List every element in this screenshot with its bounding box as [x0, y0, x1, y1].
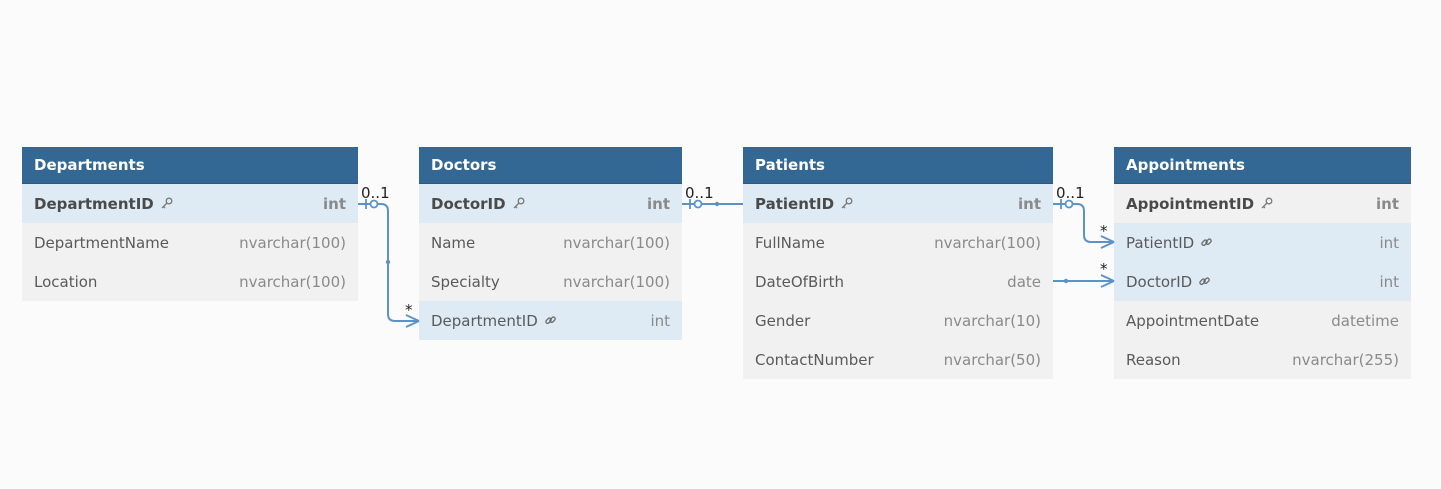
column-type: datetime [1331, 311, 1399, 330]
relationship-patients-appointments-doctor[interactable]: * [1053, 260, 1115, 288]
column-name: FullName [755, 233, 825, 252]
table-row[interactable]: Reason nvarchar(255) [1114, 340, 1411, 379]
table-row[interactable]: Name nvarchar(100) [419, 223, 682, 262]
table-row[interactable]: DepartmentID int [419, 301, 682, 340]
table-row[interactable]: Location nvarchar(100) [22, 262, 358, 301]
key-icon [512, 197, 525, 210]
table-row[interactable]: DepartmentID int [22, 184, 358, 223]
crowfoot-marker [405, 314, 420, 328]
table-row[interactable]: DoctorID int [1114, 262, 1411, 301]
link-icon [544, 314, 557, 327]
cardinality-label: 0..1 [1056, 184, 1085, 202]
table-header[interactable]: Patients [743, 147, 1053, 184]
column-type: nvarchar(100) [934, 233, 1041, 252]
optional-circle-marker [1064, 199, 1074, 209]
cardinality-label: * [1100, 222, 1108, 240]
table-row[interactable]: AppointmentDate datetime [1114, 301, 1411, 340]
crowfoot-marker [1100, 274, 1115, 288]
column-name: AppointmentID [1126, 194, 1255, 213]
cardinality-label: * [405, 301, 413, 319]
table-row[interactable]: Specialty nvarchar(100) [419, 262, 682, 301]
column-type: int [1018, 194, 1041, 213]
optional-circle-marker [369, 199, 379, 209]
table-header[interactable]: Departments [22, 147, 358, 184]
column-name: DateOfBirth [755, 272, 844, 291]
column-name: DepartmentID [34, 194, 154, 213]
table-row[interactable]: Gender nvarchar(10) [743, 301, 1053, 340]
column-name: PatientID [1126, 233, 1195, 252]
column-name: Specialty [431, 272, 500, 291]
table-patients[interactable]: Patients PatientID int FullName nvarchar… [743, 147, 1053, 379]
relationship-doctors-patients[interactable]: 0..1 [682, 184, 743, 209]
cardinality-label: 0..1 [685, 184, 714, 202]
column-name: ContactNumber [755, 350, 874, 369]
column-name: DoctorID [1126, 272, 1193, 291]
link-icon [1198, 275, 1211, 288]
column-name: Location [34, 272, 98, 291]
column-name: Gender [755, 311, 811, 330]
table-row[interactable]: ContactNumber nvarchar(50) [743, 340, 1053, 379]
table-header[interactable]: Appointments [1114, 147, 1411, 184]
table-departments[interactable]: Departments DepartmentID int DepartmentN… [22, 147, 358, 301]
key-icon [160, 197, 173, 210]
table-appointments[interactable]: Appointments AppointmentID int PatientID… [1114, 147, 1411, 379]
cardinality-label: * [1100, 260, 1108, 278]
column-type: nvarchar(100) [239, 233, 346, 252]
column-name: DepartmentID [431, 311, 538, 330]
key-icon [1260, 197, 1273, 210]
table-row[interactable]: FullName nvarchar(100) [743, 223, 1053, 262]
column-name: PatientID [755, 194, 835, 213]
table-row[interactable]: PatientID int [1114, 223, 1411, 262]
column-type: date [1007, 272, 1041, 291]
column-type: int [1379, 272, 1399, 291]
column-type: int [647, 194, 670, 213]
table-row[interactable]: DateOfBirth date [743, 262, 1053, 301]
table-row[interactable]: AppointmentID int [1114, 184, 1411, 223]
relationship-departments-doctors[interactable]: 0..1 * [358, 184, 420, 328]
column-type: nvarchar(100) [563, 233, 670, 252]
table-header[interactable]: Doctors [419, 147, 682, 184]
link-icon [1200, 236, 1213, 249]
column-type: nvarchar(50) [943, 350, 1041, 369]
column-type: int [1376, 194, 1399, 213]
column-name: DepartmentName [34, 233, 170, 252]
table-row[interactable]: DoctorID int [419, 184, 682, 223]
table-row[interactable]: PatientID int [743, 184, 1053, 223]
relationship-patients-appointments[interactable]: 0..1 * [1053, 184, 1115, 249]
key-icon [840, 197, 853, 210]
column-name: DoctorID [431, 194, 506, 213]
table-doctors[interactable]: Doctors DoctorID int Name nvarchar(100) … [419, 147, 682, 340]
column-type: int [650, 311, 670, 330]
column-type: int [1379, 233, 1399, 252]
cardinality-label: 0..1 [361, 184, 390, 202]
optional-circle-marker [693, 199, 703, 209]
column-type: int [323, 194, 346, 213]
table-row[interactable]: DepartmentName nvarchar(100) [22, 223, 358, 262]
column-name: AppointmentDate [1126, 311, 1260, 330]
column-type: nvarchar(100) [563, 272, 670, 291]
column-name: Name [431, 233, 476, 252]
column-type: nvarchar(255) [1292, 350, 1399, 369]
column-type: nvarchar(10) [943, 311, 1041, 330]
column-type: nvarchar(100) [239, 272, 346, 291]
crowfoot-marker [1100, 235, 1115, 249]
column-name: Reason [1126, 350, 1181, 369]
